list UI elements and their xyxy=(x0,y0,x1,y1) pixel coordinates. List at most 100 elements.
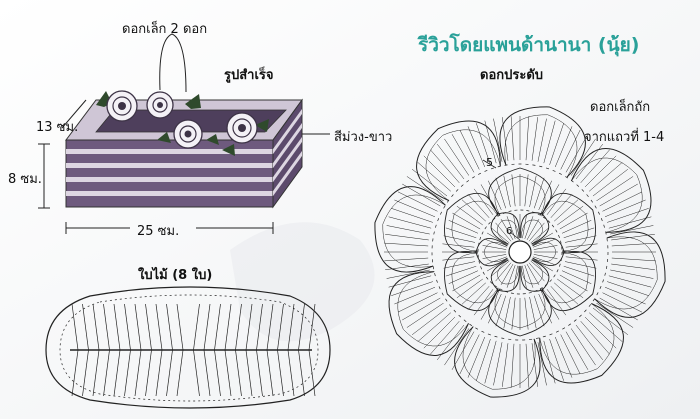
motif-inner-stitch xyxy=(528,262,545,282)
leaf-stitch xyxy=(308,349,316,397)
leaf-stitch xyxy=(277,303,284,351)
callout-lines xyxy=(38,33,330,234)
motif-outer-stitch xyxy=(525,116,530,161)
height-label: 8 ซม. xyxy=(8,172,42,187)
motif-inner-stitch xyxy=(486,258,509,272)
motif-middle-stitch xyxy=(495,295,507,327)
motif-middle-petal xyxy=(444,251,499,311)
motif-middle-stitch xyxy=(557,205,584,226)
motif-outer-petal xyxy=(416,120,501,201)
leaf-stitch-spokes xyxy=(71,303,316,397)
motif-outer-stitch xyxy=(570,328,596,366)
motif-outer-stitch xyxy=(444,328,470,366)
motif-outer-stitch xyxy=(467,336,486,378)
motif-outer-petal xyxy=(388,271,469,356)
finished-label: รูปสำเร็จ xyxy=(224,68,274,83)
motif-inner-stitch xyxy=(490,227,510,244)
motif-outer-stitch xyxy=(531,117,538,161)
leaf-stitch xyxy=(103,349,110,397)
leaf-stitch xyxy=(245,303,253,351)
leaf-stitch xyxy=(235,303,242,351)
motif-outer-stitch xyxy=(459,334,480,375)
motif-inner-stitch xyxy=(522,265,527,290)
motif-middle-stitch xyxy=(533,295,545,327)
motif-outer-stitch xyxy=(459,129,480,170)
leaf-stitch xyxy=(145,303,152,351)
motif-middle-stitch xyxy=(538,180,552,211)
motif-outer-stitch xyxy=(599,183,638,207)
flower-callout-line xyxy=(159,33,187,93)
leaf-stitch xyxy=(82,349,89,397)
motif-inner-stitch xyxy=(533,238,556,248)
motif-outer-stitch xyxy=(608,216,652,229)
motif-middle-stitch xyxy=(546,188,567,215)
motif-outer-stitch xyxy=(397,292,438,313)
leaf-inner-row xyxy=(59,294,319,402)
motif-middle-petal xyxy=(488,288,552,337)
leaf-outline xyxy=(45,286,331,409)
leaf-stitch xyxy=(92,303,100,351)
motif-inner-stitch xyxy=(526,263,540,286)
motif-middle-stitch xyxy=(442,243,475,248)
motif-middle-stitch xyxy=(557,278,584,299)
background-wash xyxy=(230,222,375,342)
motif-outer-stitch xyxy=(388,216,432,229)
motif-inner-stitch xyxy=(486,232,509,246)
motif-outer-stitch xyxy=(549,339,564,381)
motif-inner-stitch xyxy=(490,260,510,277)
motif-outer-stitch xyxy=(502,343,509,387)
motif-outer-stitch xyxy=(592,307,629,335)
motif-chain-ring xyxy=(431,163,609,341)
motif-inner-stitch xyxy=(533,254,558,259)
motif-inner-stitch xyxy=(484,238,507,248)
motif-middle-stitch xyxy=(488,180,502,211)
motif-outer-stitch xyxy=(417,162,451,192)
box-front xyxy=(65,139,274,208)
leaf-stitch xyxy=(287,349,295,397)
motif-outer-stitch xyxy=(417,312,451,342)
motif-inner-stitch xyxy=(533,245,558,250)
motif-inner-stitch xyxy=(482,245,507,250)
motif-outer-stitch xyxy=(394,199,436,218)
motif-inner-petal xyxy=(520,212,550,245)
motif-outer-stitch xyxy=(406,302,444,328)
motif-inner-stitch xyxy=(506,265,516,288)
leaf-stitch xyxy=(214,303,221,351)
motif-middle-stitch xyxy=(467,193,490,218)
motif-outer-stitch xyxy=(493,118,503,162)
page-title: รีวิวโดยแพนด้านานา (นุ้ย) xyxy=(418,34,640,56)
flower-motif-chart xyxy=(374,106,666,398)
motif-outer-stitch xyxy=(589,312,623,342)
motif-middle-stitch xyxy=(565,256,598,261)
motif-middle-stitch xyxy=(550,193,573,218)
motif-outer-stitch xyxy=(596,176,634,202)
motif-inner-stitch xyxy=(500,263,514,286)
motif-middle-stitch xyxy=(456,205,483,226)
leaf-stitch xyxy=(166,303,173,351)
motif-middle-stitch xyxy=(524,174,529,207)
motif-outer-stitch xyxy=(537,342,547,386)
motif-outer-stitch xyxy=(386,269,430,279)
motif-inner-stitch xyxy=(530,227,550,244)
flower-icon xyxy=(173,119,203,149)
motif-outer-petal-inner xyxy=(462,326,536,390)
motif-outer-stitch xyxy=(430,149,460,183)
motif-middle-stitch xyxy=(542,291,560,320)
leaf-stitch xyxy=(176,349,184,397)
leaf-stitch xyxy=(82,303,89,351)
motif-middle-stitch xyxy=(448,220,479,234)
motif-inner-petals xyxy=(475,212,565,292)
motif-outer-stitch xyxy=(549,123,564,165)
depth-label: 13 ซม. xyxy=(36,120,79,135)
motif-outer-stitch xyxy=(607,208,649,223)
motif-center-ring xyxy=(508,240,532,264)
motif-middle-stitch xyxy=(503,175,511,208)
motif-inner-stitch xyxy=(513,214,518,239)
motif-outer-stitch xyxy=(602,292,643,313)
motif-middle-stitch xyxy=(542,184,560,213)
motif-outer-stitch xyxy=(411,307,448,335)
leaf-stitch xyxy=(166,349,173,397)
motif-outer-stitch xyxy=(599,297,638,321)
motif-inner-stitch xyxy=(526,218,540,241)
